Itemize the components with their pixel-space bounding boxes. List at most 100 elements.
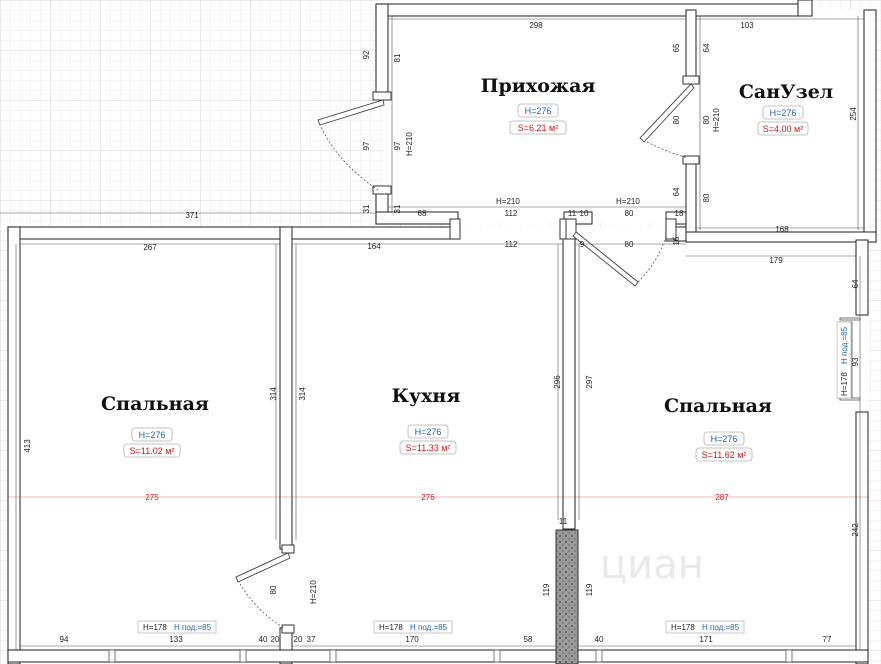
dim-label: 20 (294, 635, 303, 644)
dim-label: 297 (585, 375, 594, 389)
dim-label: 40 (259, 635, 268, 644)
width-label: 275 (145, 493, 159, 502)
room-height-hallway: H=276 (525, 106, 552, 116)
window-height: H=178 (143, 623, 167, 632)
dim-label: 168 (775, 225, 789, 234)
dimension-labels: 298 103 371 68 112 11 10 80 18 267 164 1… (60, 21, 832, 644)
dim-label: 80 (702, 115, 711, 124)
window-height: H=178 (671, 623, 695, 632)
dim-label: 92 (362, 50, 371, 59)
dim-label: 31 (393, 204, 402, 213)
dim-label: 80 (625, 209, 634, 218)
dim-label: 18 (675, 209, 684, 218)
room-area-bedroom-left: S=11.02 м² (130, 446, 175, 456)
dim-label: 112 (505, 240, 518, 249)
dim-label: 31 (362, 204, 371, 213)
dim-label: 80 (625, 240, 634, 249)
dim-label: 133 (169, 635, 183, 644)
dim-label: 171 (699, 635, 713, 644)
dim-label: 179 (769, 256, 783, 265)
window-sill: H под.=85 (174, 623, 212, 632)
hatched-column (555, 529, 579, 664)
dim-label: 112 (505, 209, 518, 218)
dim-label: 298 (529, 21, 543, 30)
dim-label: 314 (269, 387, 278, 401)
window-sill: H под.=85 (840, 326, 849, 364)
dimension-lines (0, 16, 864, 650)
room-area-bathroom: S=4.00 м² (763, 124, 803, 134)
dim-label: 16 (672, 236, 681, 245)
dim-label: 267 (143, 243, 157, 252)
dim-label: 97 (362, 141, 371, 150)
dim-label: 164 (367, 242, 381, 251)
dim-label: 10 (580, 209, 589, 218)
watermark: циан (600, 542, 704, 588)
dim-label: 93 (851, 357, 860, 366)
width-label: 276 (421, 493, 435, 502)
dim-label: 119 (542, 583, 551, 596)
dim-label: 20 (271, 635, 280, 644)
width-labels: 275 276 287 (145, 493, 729, 502)
dim-label: 97 (393, 141, 402, 150)
room-name-bedroom-right: Спальная (664, 395, 772, 417)
room-height-bedroom-right: H=276 (711, 434, 738, 444)
dim-label: 296 (553, 375, 562, 389)
width-label: 287 (715, 493, 729, 502)
dim-label: 80 (269, 585, 278, 594)
dim-label: 77 (823, 635, 832, 644)
window-sill: H под.=85 (410, 623, 448, 632)
door-height: H=210 (496, 197, 520, 206)
room-area-hallway: S=6.21 м² (518, 123, 558, 133)
dim-label: 81 (393, 53, 402, 62)
dimension-labels-vertical: 92 81 65 64 254 97 97 80 80 31 31 64 80 … (23, 43, 860, 596)
room-name-bathroom: СанУзел (739, 81, 833, 103)
dim-label: 94 (60, 635, 69, 644)
dim-label: 65 (672, 43, 681, 52)
window-height: H=178 (379, 623, 403, 632)
dim-label: 11 (568, 209, 577, 218)
dim-label: 64 (851, 279, 860, 288)
room-area-bedroom-right: S=11.62 м² (702, 450, 747, 460)
room-height-bedroom-left: H=276 (139, 430, 166, 440)
window-height: H=178 (840, 372, 849, 396)
walls (7, 0, 877, 664)
window-sill: H под.=85 (702, 623, 740, 632)
room-height-kitchen: H=276 (415, 427, 442, 437)
dim-label: 371 (185, 211, 199, 220)
dim-label: 64 (672, 187, 681, 196)
room-labels: Прихожая СанУзел Спальная Кухня Спальная (101, 75, 833, 417)
dim-label: 170 (405, 635, 419, 644)
room-name-kitchen: Кухня (392, 385, 461, 407)
dim-label: 254 (849, 107, 858, 121)
dim-label: 103 (740, 21, 754, 30)
dim-label: 11 (559, 517, 568, 526)
dim-label: 314 (298, 387, 307, 401)
room-height-bathroom: H=276 (770, 108, 797, 118)
door-height-labels: H=210 H=210 H=210 H=210 H=210 (309, 108, 721, 604)
dim-label: 64 (702, 43, 711, 52)
dim-label: 242 (851, 523, 860, 537)
room-name-hallway: Прихожая (481, 75, 596, 97)
door-frames (281, 75, 700, 634)
room-area-kitchen: S=11.33 м² (406, 443, 451, 453)
door-height: H=210 (712, 108, 721, 132)
door-height: H=210 (405, 132, 414, 156)
room-tags (123, 103, 809, 462)
dim-label: 413 (23, 439, 32, 453)
door-height: H=210 (616, 197, 640, 206)
door-leaf-rects (235, 83, 695, 583)
dim-label: 68 (418, 209, 427, 218)
door-height: H=210 (309, 580, 318, 604)
window-labels: H=178 H под.=85 H=178 H под.=85 H=178 H … (143, 326, 849, 632)
dim-label: 119 (585, 583, 594, 596)
dim-label: 80 (702, 193, 711, 202)
room-name-bedroom-left: Спальная (101, 393, 209, 415)
dim-label: 58 (524, 635, 533, 644)
dim-label: 37 (307, 635, 316, 644)
dim-label: 9 (580, 240, 585, 249)
dim-label: 40 (595, 635, 604, 644)
room-tag-text: H=276 S=6.21 м² H=276 S=4.00 м² H=276 S=… (130, 106, 804, 460)
dim-label: 80 (672, 115, 681, 124)
window-label-boxes (137, 321, 852, 634)
